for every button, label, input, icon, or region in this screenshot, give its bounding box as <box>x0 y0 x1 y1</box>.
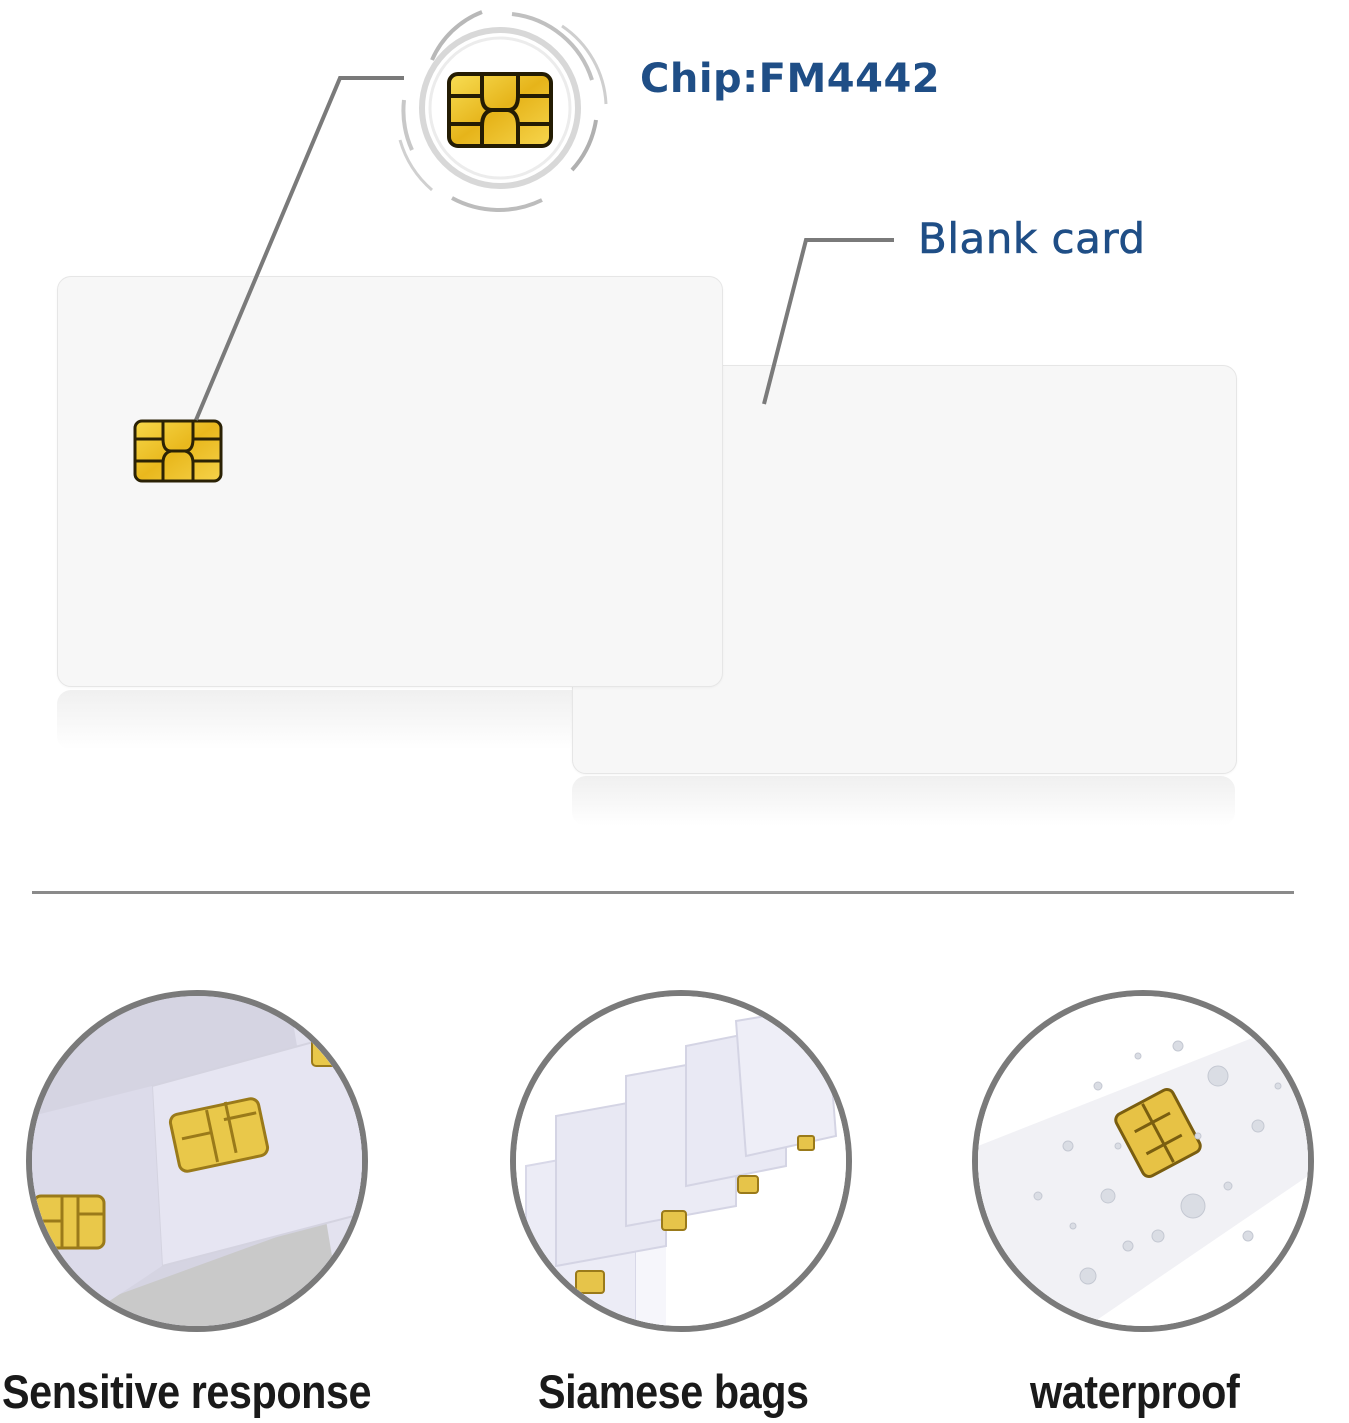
waterproof-image <box>972 990 1314 1332</box>
sensitive-response-image <box>26 990 368 1332</box>
feature-label-sensitive-response: Sensitive response <box>2 1365 372 1418</box>
card-chip-closeup-icon <box>32 996 362 1326</box>
water-droplets-icon <box>978 996 1308 1326</box>
feature-label-siamese-bags: Siamese bags <box>538 1365 809 1418</box>
section-divider <box>32 891 1294 894</box>
siamese-bags-image <box>510 990 852 1332</box>
chip-callout-label: Chip:FM4442 <box>640 56 941 102</box>
feature-label-waterproof: waterproof <box>1030 1365 1240 1418</box>
blank-card-callout-label: Blank card <box>918 214 1146 264</box>
back-card-reflection <box>572 776 1235 826</box>
magnified-chip-icon <box>398 10 608 212</box>
stacked-cards-icon <box>516 996 846 1326</box>
card-chip-icon <box>133 419 223 483</box>
